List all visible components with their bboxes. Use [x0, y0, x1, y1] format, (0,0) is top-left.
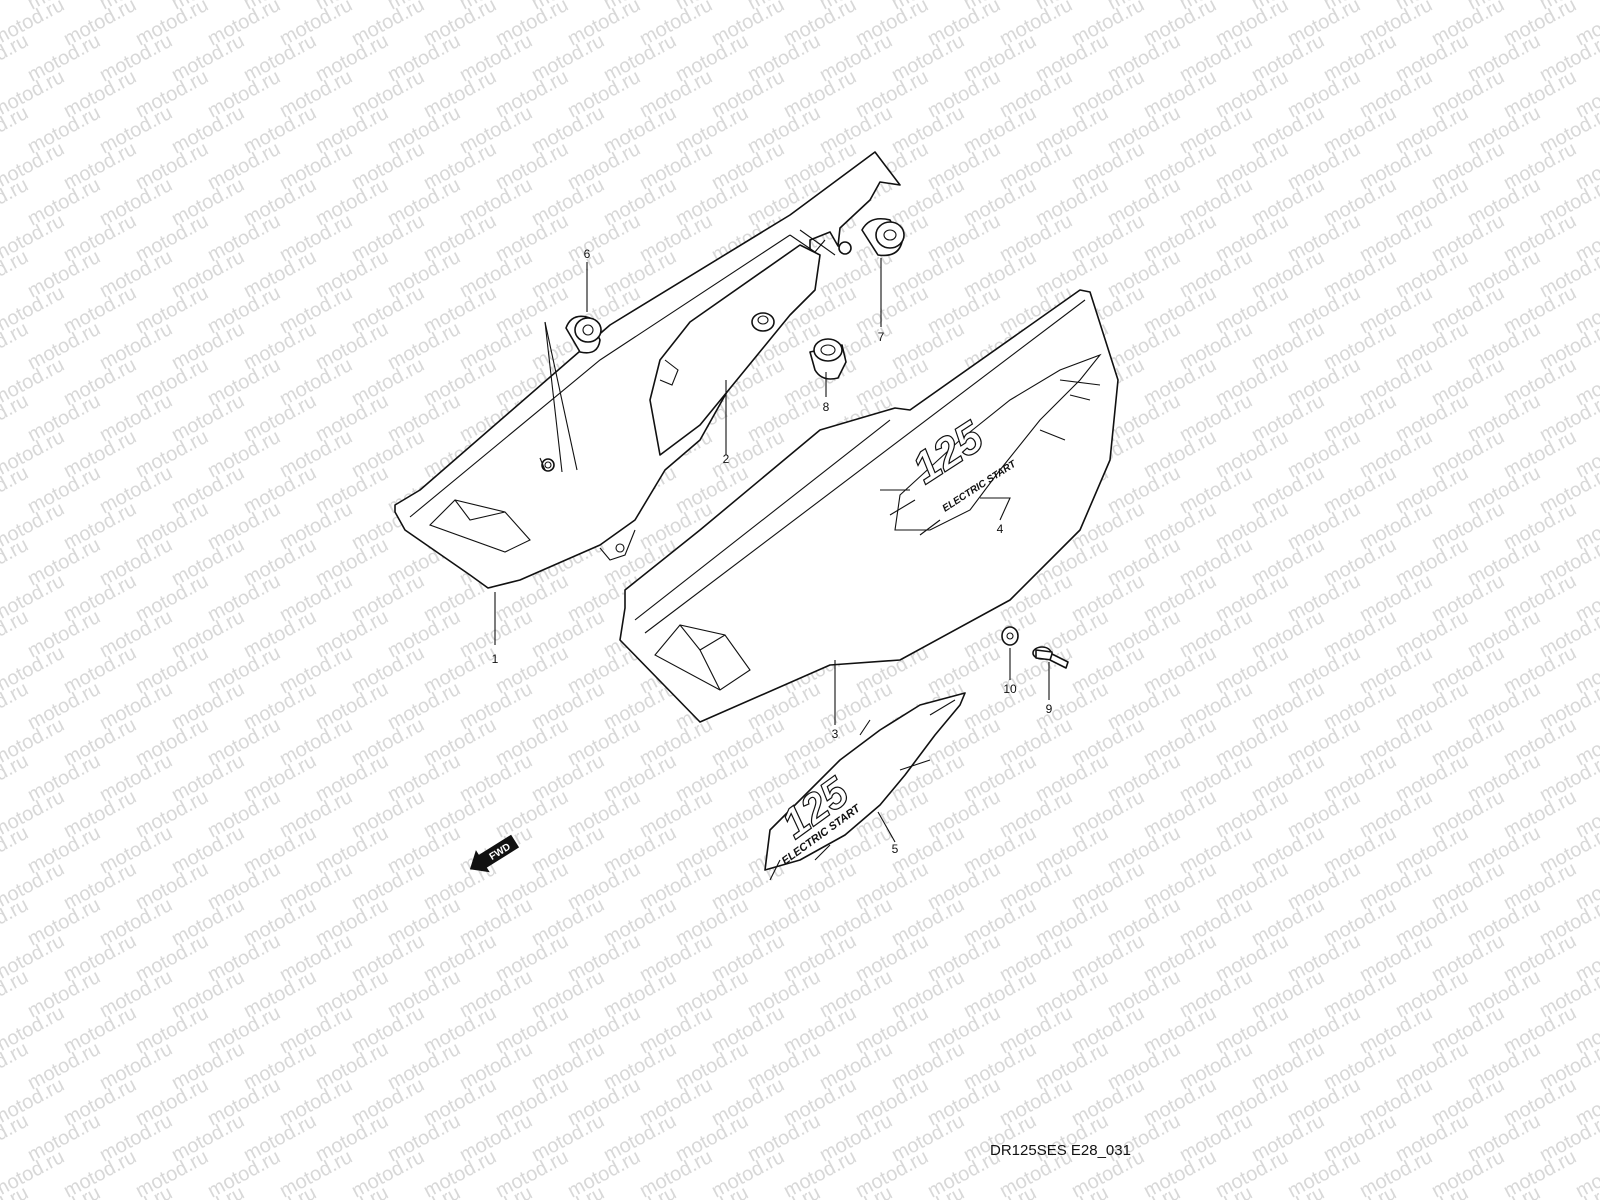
- callout-3: 3: [832, 727, 839, 741]
- callout-7: 7: [878, 330, 885, 344]
- watermark-text: motod.ru: [0, 534, 32, 590]
- callout-4: 4: [997, 522, 1004, 536]
- watermark-text: motod.ru: [0, 606, 32, 662]
- diagram-id-label: DR125SES E28_031: [990, 1142, 1131, 1159]
- watermark-text: motod.ru: [0, 1038, 32, 1094]
- watermark-text: motod.ru: [0, 966, 32, 1022]
- watermark-text: motod.ru: [0, 822, 32, 878]
- callout-2: 2: [723, 452, 730, 466]
- watermark-text: motod.ru: [0, 1110, 32, 1166]
- callout-10: 10: [1003, 682, 1017, 696]
- watermark-text: motod.ru: [0, 318, 32, 374]
- callout-6: 6: [584, 247, 591, 261]
- part-10-washer[interactable]: [1001, 626, 1019, 646]
- watermark-text: motod.ru: [0, 30, 32, 86]
- watermark-text: motod.ru: [0, 678, 32, 734]
- watermark-text: motod.ru: [0, 390, 32, 446]
- callout-9: 9: [1046, 702, 1053, 716]
- watermark-text: motod.ru: [0, 246, 32, 302]
- callout-1: 1: [492, 652, 499, 666]
- watermark-text: motod.ru: [0, 174, 32, 230]
- watermark-text: motod.ru: [0, 462, 32, 518]
- callout-8: 8: [823, 400, 830, 414]
- watermark-text: motod.ru: [0, 894, 32, 950]
- watermark-text: motod.ru: [0, 102, 32, 158]
- watermark-text: motod.ru: [0, 750, 32, 806]
- callout-5: 5: [892, 842, 899, 856]
